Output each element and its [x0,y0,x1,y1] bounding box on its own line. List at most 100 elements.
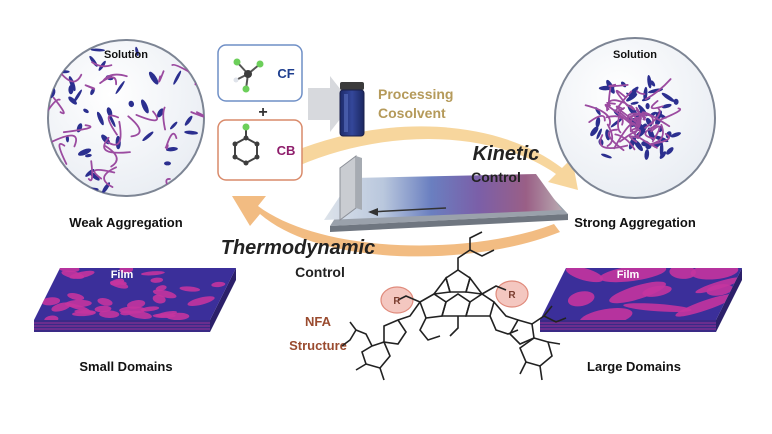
film-domain [94,305,112,313]
polymer-chain [614,133,636,151]
strong-aggregation-solution: Solution [554,37,716,199]
polymer-chain [107,114,119,136]
strong-aggregation-label: Strong Aggregation [574,215,696,230]
right-solution-strands [584,75,682,160]
polymer-chain [608,83,629,88]
polymer-chain [48,98,61,113]
aggregate-strand [661,92,675,103]
kinetic-control-label: Control [471,169,521,185]
polymer-chain [650,124,664,145]
film-domain [187,296,215,306]
aggregate-strand [659,151,667,159]
film-domain [44,315,59,320]
cb-molecule-box: CB [217,119,303,181]
polymer-chain [615,105,638,124]
film-domain [675,293,736,317]
polymer-chain [644,78,672,101]
polymer-chain [48,58,61,77]
film-domain [119,268,134,274]
polymer-chain [190,111,204,118]
polymer-chain [168,184,186,196]
polymer-chain [135,110,158,122]
polymer-chain [194,62,200,86]
nfa-label-line2: Structure [289,338,347,353]
aggregate-strand [68,76,76,92]
right-solution-label: Solution [613,49,657,61]
film-domain [57,268,80,273]
coating-substrate [324,155,568,232]
aggregate-strand [184,115,193,126]
film-domain [623,303,692,312]
aggregate-strand [626,93,638,102]
kinetic-arrow [292,126,578,190]
r-group-left-label: R [393,296,401,307]
small-domains-label: Small Domains [79,359,172,374]
film-domain [119,306,147,314]
polymer-chain [162,106,166,131]
film-domain [110,278,125,286]
polymer-chain [87,160,94,182]
film-domain [642,285,672,297]
film-domain [599,268,667,283]
polymer-chain [52,96,65,115]
polymer-chain [660,107,682,121]
nfa-molecule-structure [341,231,567,381]
polymer-chain [62,124,92,134]
aggregate-strand [610,117,624,128]
polymer-chain [644,107,661,129]
aggregate-strand [665,131,672,139]
aggregate-strand [56,168,68,175]
aggregate-strand [68,96,77,105]
aggregate-strand [645,103,650,110]
aggregate-strand [96,111,104,126]
aggregate-strand [180,179,187,185]
aggregate-strand [184,130,198,135]
aggregate-strand [673,98,679,105]
nfa-label-line1: NFA [305,314,332,329]
aggregate-strand [54,58,61,68]
aggregate-strand [644,149,650,160]
thermodynamic-control-label: Control [295,264,345,280]
aggregate-strand [630,101,639,105]
polymer-chain [606,123,614,147]
film-side-edge [716,268,742,332]
aggregate-strand [90,48,105,52]
polymer-chain [615,89,629,107]
aggregate-strand [141,99,149,114]
film-domain [141,271,165,276]
polymer-chain [50,134,77,148]
weak-aggregation-label: Weak Aggregation [69,215,182,230]
film-domains [565,268,742,320]
aggregate-strand [595,116,601,128]
aggregate-strand [90,87,95,96]
polymer-chain [629,113,654,125]
aggregate-strand [169,121,178,130]
polymer-chain [103,166,117,188]
aggregate-strand [666,147,674,155]
film-domains [41,268,226,320]
aggregate-strand [647,75,652,89]
polymer-chain [158,70,165,83]
large-domains-label: Large Domains [587,359,681,374]
polymer-chain [615,90,633,113]
small-domains-film [34,268,236,332]
r-group-left-highlight [380,286,414,314]
aggregate-strand [629,86,639,96]
film-domain [72,310,96,317]
film-domain [567,291,595,307]
film-domain [41,297,61,306]
aggregate-strand [643,86,648,101]
film-domain [67,292,85,301]
polymer-chain [58,142,68,165]
film-domain [152,294,166,304]
cf-molecule-icon [233,58,264,93]
aggregate-strand [59,70,70,74]
cosolvent-label-line1: Processing [378,86,453,102]
film-domain [179,286,201,292]
polymer-chain [588,114,606,123]
aggregate-strand [156,108,164,118]
r-group-right-highlight [495,280,529,308]
aggregate-strand [73,89,82,104]
polymer-chain [104,145,118,168]
